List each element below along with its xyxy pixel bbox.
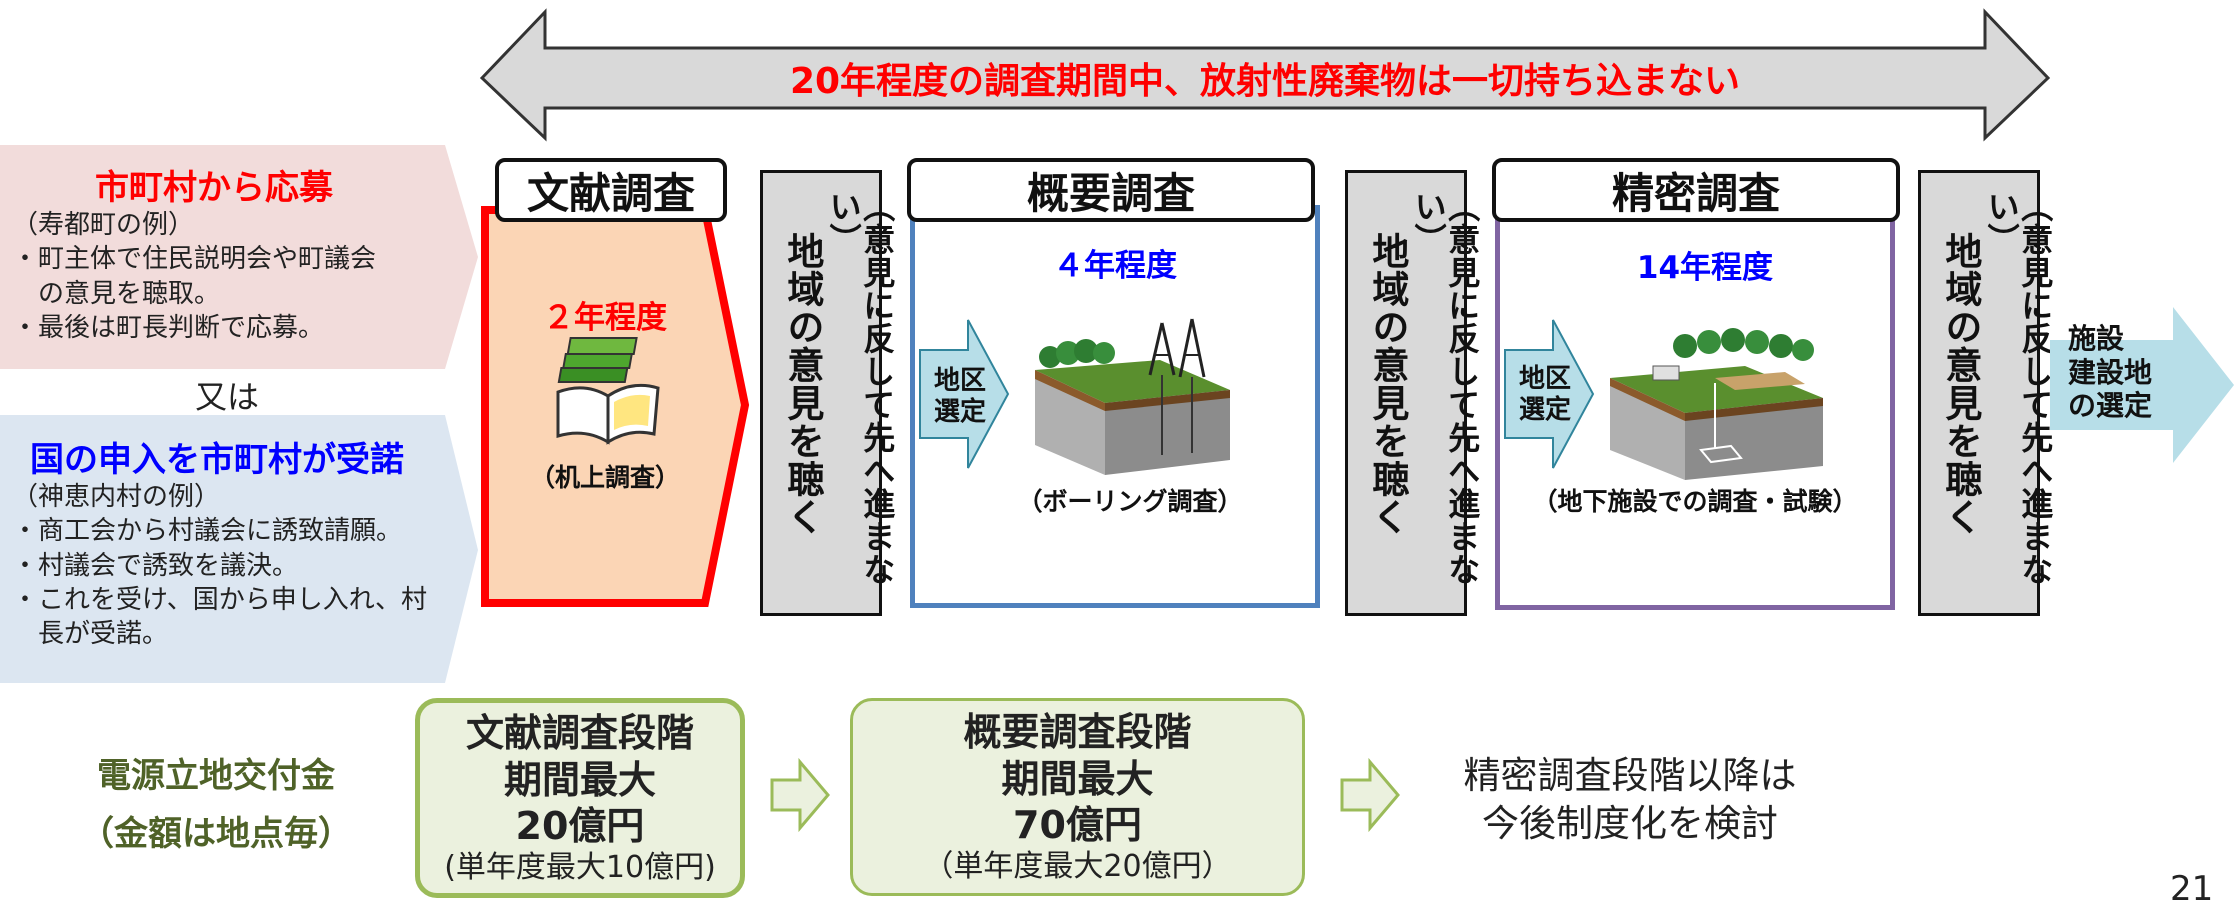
national-example: （神恵内村の例） ・商工会から村議会に誘致請願。 ・村議会で誘致を議決。 ・これ… <box>12 480 427 652</box>
national-item: ・村議会で誘致を議決。 <box>12 550 299 581</box>
funding-stage1-note: (単年度最大10億円) <box>444 849 716 885</box>
gate3-main-text: 地域の意見を聴く <box>1938 232 1982 536</box>
municipal-item: の意見を聴取。 <box>12 278 221 309</box>
funding-stage1-line: 期間最大 <box>503 757 656 802</box>
final-selection-line: 施設 <box>2068 322 2125 355</box>
municipal-item: ・最後は町長判断で応募。 <box>12 312 325 343</box>
gate1-box <box>760 170 882 616</box>
gate1-main-text: 地域の意見を聴く <box>780 232 824 536</box>
funding-label-line: （金額は地点毎） <box>80 813 352 854</box>
final-selection-line: 建設地 <box>2068 355 2153 389</box>
or-label: 又は <box>195 378 260 416</box>
national-item: ・商工会から村議会に誘致請願。 <box>12 516 403 547</box>
national-item: 長が受諾。 <box>12 619 169 650</box>
funding-label-line: 電源立地交付金 <box>97 756 335 796</box>
area-selection-arrow <box>1504 319 1595 469</box>
funding-arrow-icon <box>1340 757 1400 833</box>
funding-stage1-line: 文献調査段階 <box>465 711 694 756</box>
boring-site-icon <box>1035 318 1230 475</box>
stage2-area-tag: 地区 選定 <box>930 366 990 428</box>
underground-facility-icon <box>1610 328 1823 480</box>
stage2-title: 概要調査 <box>907 158 1315 222</box>
timeline-double-arrow <box>479 8 2051 142</box>
area-tag-line: 選定 <box>933 397 986 428</box>
funding-stage2-line: 概要調査段階 <box>963 710 1192 755</box>
gate2-box <box>1345 170 1467 616</box>
funding-label: 電源立地交付金 （金額は地点毎） <box>80 748 352 864</box>
funding-stage2-amount: 70億円 <box>1013 803 1142 848</box>
area-tag-line: 選定 <box>1518 395 1571 426</box>
page-number: 21 <box>2170 869 2214 909</box>
stage2-duration: ４年程度 <box>1053 248 1177 284</box>
funding-stage3-line: 今後制度化を検討 <box>1482 802 1778 846</box>
stage1-caption: （机上調査） <box>529 463 680 492</box>
funding-stage3-line: 精密調査段階以降は <box>1463 754 1797 797</box>
gate1-sub-text: （意見に反して先へ進まない） <box>824 190 897 586</box>
final-selection-text: 施設 建設地 の選定 <box>2068 322 2152 423</box>
national-request-panel <box>0 415 478 683</box>
stage2-caption: （ボーリング調査） <box>1017 487 1243 516</box>
stage1-title: 文献調査 <box>495 158 727 222</box>
gate2-main-text: 地域の意見を聴く <box>1365 232 1409 536</box>
stage3-title: 精密調査 <box>1492 158 1900 222</box>
stage3-area-tag: 地区 選定 <box>1515 364 1575 426</box>
area-selection-arrow <box>919 319 1010 469</box>
funding-arrow-icon <box>770 757 830 833</box>
books-icon <box>556 337 660 445</box>
funding-stage2-line: 期間最大 <box>1001 756 1154 801</box>
area-tag-line: 地区 <box>933 366 986 396</box>
stage3-duration: 14年程度 <box>1636 250 1774 286</box>
stage1-duration: ２年程度 <box>543 300 667 336</box>
area-tag-line: 地区 <box>1518 364 1571 394</box>
national-heading: 国の申入を市町村が受諾 <box>30 440 404 480</box>
stage3-caption: （地下施設での調査・試験） <box>1532 487 1858 516</box>
national-example-label: （神恵内村の例） <box>12 482 221 512</box>
funding-stage1-box: 文献調査段階 期間最大 20億円 (単年度最大10億円) <box>415 698 745 898</box>
gate3-box <box>1918 170 2040 616</box>
gate3-sub-text: （意見に反して先へ進まない） <box>1982 190 2055 586</box>
banner-text: 20年程度の調査期間中、放射性廃棄物は一切持ち込まない <box>789 61 1741 102</box>
municipal-example: （寿都町の例） ・町主体で住民説明会や町議会 の意見を聴取。 ・最後は町長判断で… <box>12 208 376 345</box>
funding-stage2-box: 概要調査段階 期間最大 70億円 （単年度最大20億円） <box>850 698 1305 896</box>
municipal-item: ・町主体で住民説明会や町議会 <box>12 244 377 275</box>
final-selection-line: の選定 <box>2068 389 2153 423</box>
national-item: ・これを受け、国から申し入れ、村 <box>12 584 427 615</box>
funding-stage2-note: （単年度最大20億円） <box>923 848 1232 884</box>
funding-stage3-text: 精密調査段階以降は 今後制度化を検討 <box>1440 752 1820 848</box>
funding-stage1-amount: 20億円 <box>515 804 645 849</box>
municipal-heading: 市町村から応募 <box>95 168 333 208</box>
municipal-example-label: （寿都町の例） <box>12 210 195 240</box>
site-selection-arrow <box>2050 307 2234 463</box>
municipal-application-panel <box>0 145 478 369</box>
gate2-sub-text: （意見に反して先へ進まない） <box>1409 190 1482 586</box>
